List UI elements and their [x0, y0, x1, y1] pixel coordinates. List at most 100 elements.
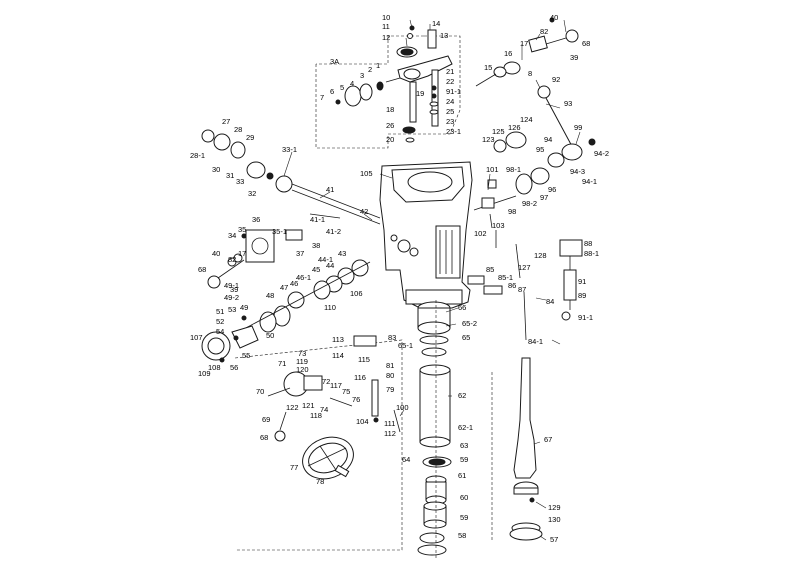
label-109: 109	[198, 369, 211, 378]
label-65-1: 65-1	[398, 341, 413, 350]
label-48: 48	[266, 291, 274, 300]
inset-box-3a	[315, 35, 461, 149]
label-75: 75	[342, 387, 350, 396]
label-69: 69	[262, 415, 270, 424]
label-50: 50	[266, 331, 274, 340]
label-87: 87	[518, 285, 526, 294]
label-98: 98	[508, 207, 516, 216]
label-61: 61	[458, 471, 466, 480]
label-23: 23	[446, 117, 454, 126]
label-91-1-top: 91-1	[446, 87, 461, 96]
label-54: 54	[216, 327, 224, 336]
quill-assembly	[417, 300, 452, 560]
label-51: 51	[216, 307, 224, 316]
spindle	[491, 357, 543, 541]
label-94-1: 94-1	[582, 177, 597, 186]
label-37: 37	[296, 249, 304, 258]
label-6: 6	[330, 87, 334, 96]
label-79: 79	[386, 385, 394, 394]
label-68-top: 68	[582, 39, 590, 48]
label-42: 42	[360, 207, 368, 216]
label-88: 88	[584, 239, 592, 248]
label-99: 99	[574, 123, 582, 132]
label-28: 28	[234, 125, 242, 134]
label-91-1-mid: 91-1	[578, 313, 593, 322]
label-92: 92	[552, 75, 560, 84]
label-93: 93	[564, 99, 572, 108]
label-112: 112	[384, 429, 396, 438]
part-labels: 10 11 12 14 13 40 82 17 68 39 3A 1 2 3 4…	[190, 13, 609, 544]
label-60: 60	[460, 493, 468, 502]
label-12: 12	[382, 33, 390, 42]
label-24: 24	[446, 97, 454, 106]
label-68-mid: 68	[198, 265, 206, 274]
label-128: 128	[534, 251, 547, 260]
label-81: 81	[386, 361, 394, 370]
label-108: 108	[208, 363, 221, 372]
label-53-a: 53	[228, 305, 236, 314]
label-78: 78	[316, 477, 324, 486]
label-20: 20	[386, 135, 394, 144]
label-84: 84	[546, 297, 554, 306]
label-21: 21	[446, 67, 454, 76]
label-97: 97	[540, 193, 548, 202]
label-30: 30	[212, 165, 220, 174]
label-46-1: 46-1	[296, 273, 311, 282]
label-82-top: 82	[540, 27, 548, 36]
label-123: 123	[482, 135, 495, 144]
label-85-1: 85-1	[498, 273, 513, 282]
label-126: 126	[508, 123, 521, 132]
label-41: 41	[326, 185, 334, 194]
label-110: 110	[324, 303, 336, 312]
label-2: 2	[368, 65, 372, 74]
label-73: 73	[298, 349, 306, 358]
label-86: 86	[508, 281, 516, 290]
label-55: 55	[242, 351, 250, 360]
label-17-top: 17	[520, 39, 528, 48]
feed-lever-assembly	[473, 85, 596, 229]
label-98-1: 98-1	[506, 165, 521, 174]
fine-feed-handwheel	[201, 315, 259, 363]
upper-gear-assembly	[335, 25, 453, 143]
label-23-1: 23-1	[446, 127, 461, 136]
head-casting	[379, 161, 473, 309]
label-113: 113	[332, 335, 344, 344]
label-45: 45	[312, 265, 320, 274]
downfeed-handwheel	[302, 436, 354, 480]
label-38: 38	[312, 241, 320, 250]
label-127: 127	[518, 263, 531, 272]
label-25: 25	[446, 107, 454, 116]
label-94-2: 94-2	[594, 149, 609, 158]
label-62-1: 62-1	[458, 423, 473, 432]
label-26: 26	[386, 121, 394, 130]
label-83: 83	[388, 333, 396, 342]
label-67: 67	[544, 435, 552, 444]
label-1: 1	[376, 61, 380, 70]
label-71: 71	[278, 359, 286, 368]
label-76: 76	[352, 395, 360, 404]
label-36: 36	[252, 215, 260, 224]
label-41-1: 41-1	[310, 215, 325, 224]
label-111: 111	[384, 419, 395, 428]
label-49-2: 49-2	[224, 293, 239, 302]
label-4: 4	[350, 79, 354, 88]
label-22: 22	[446, 77, 454, 86]
label-35-1: 35-1	[272, 227, 287, 236]
label-41-2: 41-2	[326, 227, 341, 236]
label-107: 107	[190, 333, 203, 342]
label-122: 122	[286, 403, 299, 412]
label-121: 121	[302, 401, 315, 410]
label-72: 72	[322, 377, 330, 386]
label-94-3: 94-3	[570, 167, 585, 176]
label-91: 91	[578, 277, 586, 286]
left-shaft-assembly	[201, 129, 381, 225]
label-95: 95	[536, 145, 544, 154]
clutch-lever-assembly	[267, 335, 401, 442]
label-70: 70	[256, 387, 264, 396]
label-104: 104	[356, 417, 369, 426]
label-120: 120	[296, 365, 309, 374]
label-43: 43	[338, 249, 346, 258]
label-5: 5	[340, 83, 344, 92]
label-63: 63	[460, 441, 468, 450]
